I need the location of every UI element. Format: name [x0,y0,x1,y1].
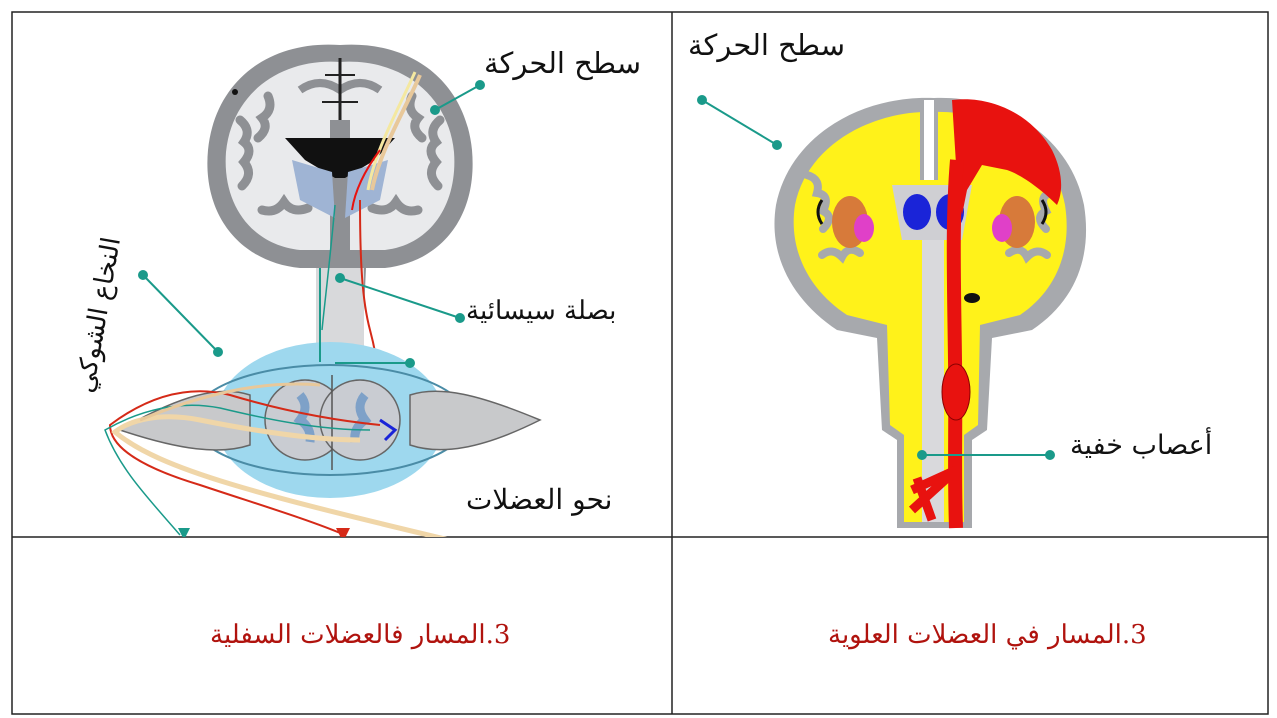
to-muscles-label: نحو العضلات [466,483,612,516]
hidden-nerves-label: أعصاب خفية [1070,430,1212,461]
motor-cortex-label-right: سطح الحركة [688,28,845,62]
spinal-cord-section [120,342,540,498]
caption-upper-pathway: 3.المسار في العضلات العلوية [828,620,1147,650]
medulla-label: بصلة سيسائية [466,296,616,326]
motor-cortex-label-left: سطح الحركة [484,46,641,80]
caption-lower-pathway: 3.المسار فالعضلات السفلية [210,620,510,650]
